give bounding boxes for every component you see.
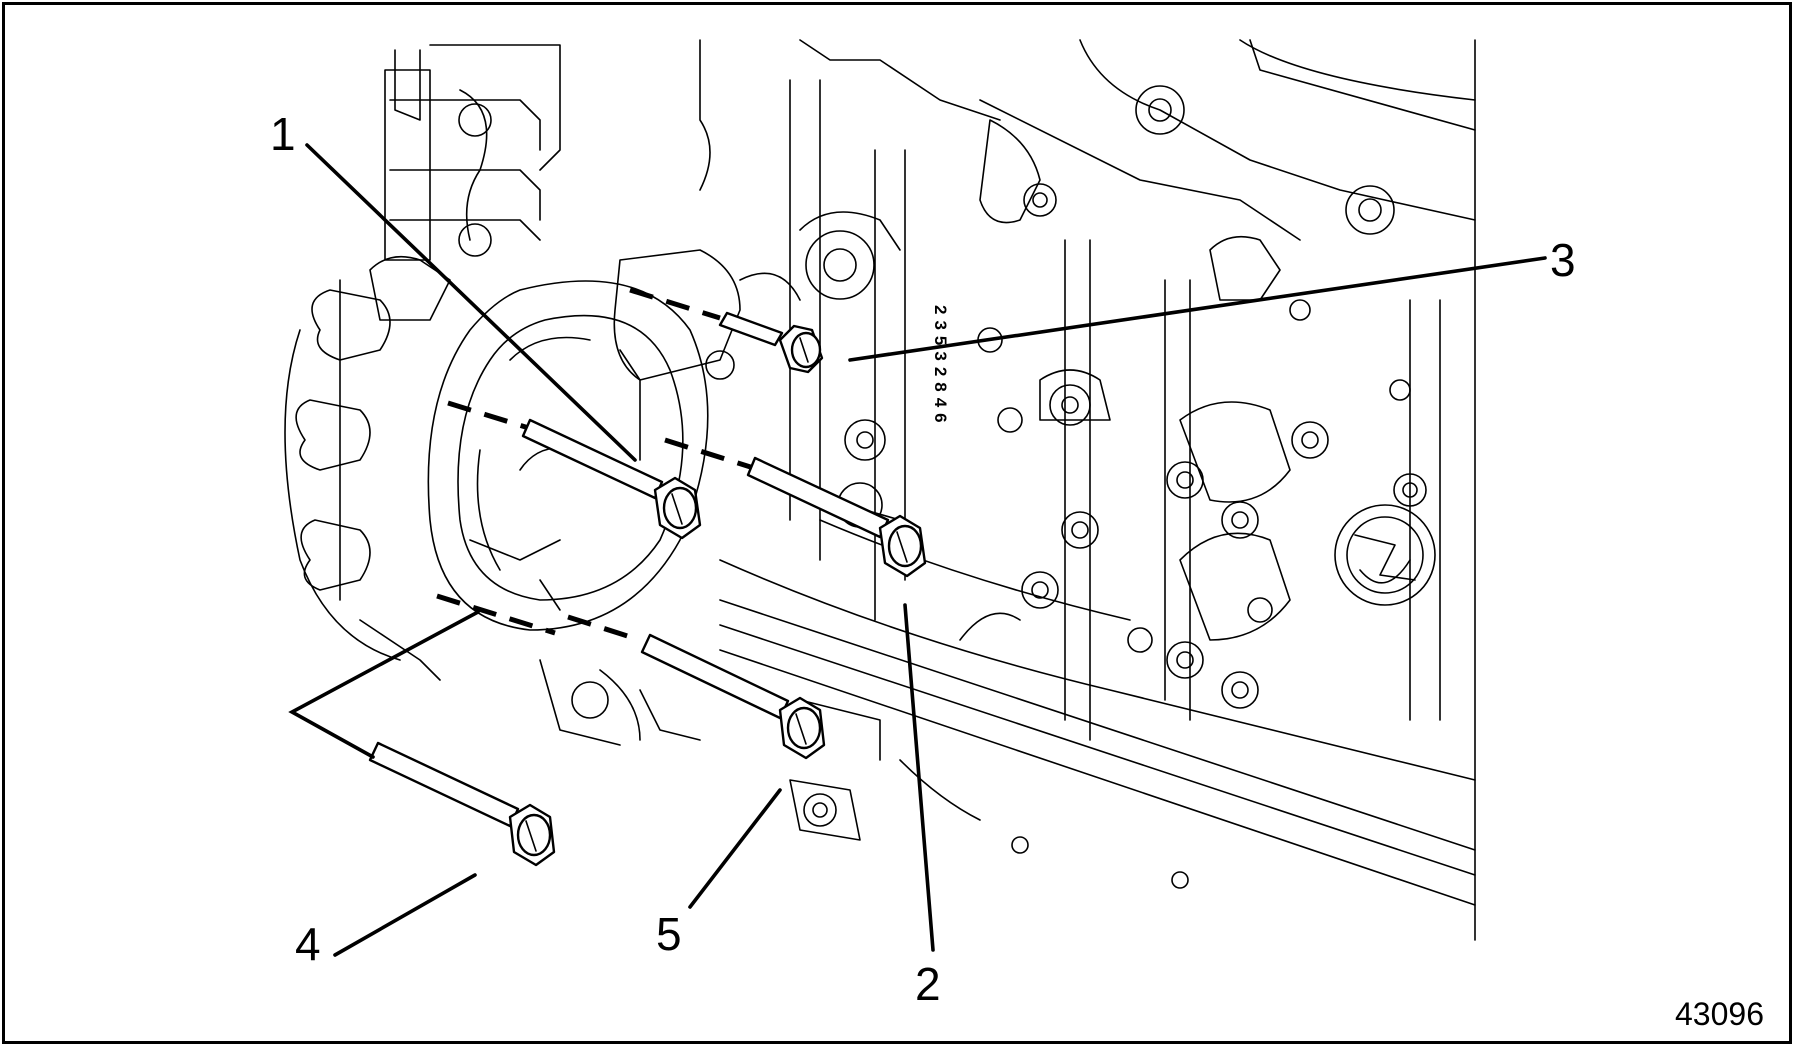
alignment-line-bolt-2 — [664, 437, 761, 473]
alignment-line-bolt-5 — [567, 614, 641, 643]
alignment-line-bolt-3 — [629, 287, 721, 321]
leader-4 — [333, 873, 477, 957]
bolt-5[interactable] — [640, 633, 826, 760]
callout-5: 5 — [656, 908, 682, 960]
leader-4-bracket — [288, 610, 480, 759]
bolt-alignment-lines — [436, 287, 761, 643]
leader-5 — [688, 788, 782, 909]
leader-3 — [848, 256, 1547, 362]
callout-4: 4 — [295, 918, 321, 970]
bolt-4[interactable] — [368, 741, 556, 867]
callout-2: 2 — [915, 958, 941, 1010]
alignment-line-bolt-4 — [436, 593, 556, 636]
bolt-3[interactable] — [718, 311, 824, 374]
bolt-2[interactable] — [746, 456, 927, 578]
bolt-1[interactable] — [521, 418, 702, 540]
part-marking-text: 23532846 — [931, 305, 950, 429]
callout-3: 3 — [1550, 234, 1576, 286]
leader-2 — [903, 603, 935, 952]
leader-1 — [305, 143, 637, 462]
callout-1: 1 — [270, 108, 296, 160]
figure-number: 43096 — [1675, 996, 1764, 1032]
